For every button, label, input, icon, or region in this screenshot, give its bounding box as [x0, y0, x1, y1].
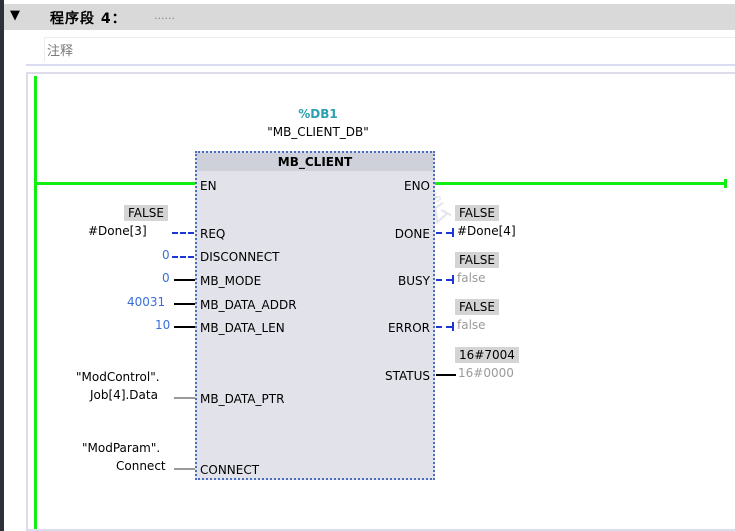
comment-placeholder: 注释 — [47, 44, 74, 59]
status-wire — [436, 374, 456, 376]
disconnect-wire — [172, 256, 194, 258]
mb-data-len-operand[interactable]: 10 — [155, 318, 171, 332]
status-operand[interactable]: 16#0000 — [458, 366, 514, 380]
separator — [26, 64, 735, 66]
pin-error: ERROR — [387, 321, 430, 335]
req-wire — [172, 232, 194, 234]
en-power-wire[interactable] — [36, 182, 196, 185]
pin-mb-data-len: MB_DATA_LEN — [200, 321, 285, 335]
pin-mb-data-ptr: MB_DATA_PTR — [200, 392, 285, 406]
done-wire — [436, 232, 452, 234]
eno-power-wire[interactable] — [435, 182, 726, 185]
error-wire — [436, 326, 452, 328]
mb-data-len-wire — [174, 326, 195, 328]
instance-db-name[interactable]: "MB_CLIENT_DB" — [267, 125, 369, 139]
req-operand[interactable]: #Done[3] — [88, 224, 147, 238]
busy-monitor-value: FALSE — [455, 252, 499, 268]
req-monitor-value: FALSE — [124, 205, 168, 221]
status-monitor-value: 16#7004 — [455, 347, 519, 363]
error-operand[interactable]: false — [457, 318, 486, 332]
left-power-rail — [34, 76, 37, 529]
pin-disconnect: DISCONNECT — [200, 250, 280, 264]
network-header[interactable]: ▼ 程序段 4： ...... — [4, 4, 735, 30]
mb-data-addr-operand[interactable]: 40031 — [127, 295, 166, 309]
network-title-suffix[interactable]: ...... — [154, 9, 175, 22]
error-monitor-value: FALSE — [455, 299, 499, 315]
connect-operand-line1[interactable]: "ModParam". — [82, 441, 161, 455]
pin-mb-data-addr: MB_DATA_ADDR — [200, 298, 297, 312]
triangle-down-icon[interactable]: ▼ — [10, 8, 20, 23]
pin-done: DONE — [394, 227, 430, 241]
busy-wire — [436, 279, 452, 281]
mb-mode-wire — [174, 279, 195, 281]
error-wire-tick — [452, 322, 454, 331]
network-title: 程序段 4： — [50, 11, 127, 27]
mb-data-ptr-wire — [174, 397, 195, 399]
network-comment-field[interactable]: 注释 — [44, 37, 735, 62]
busy-operand[interactable]: false — [457, 271, 486, 285]
pin-mb-mode: MB_MODE — [200, 274, 262, 288]
pin-eno: ENO — [403, 179, 430, 193]
mb-client-block[interactable]: MB_CLIENT EN REQ DISCONNECT MB_MODE MB_D… — [195, 151, 435, 480]
mb-mode-operand[interactable]: 0 — [162, 271, 170, 285]
disconnect-operand[interactable]: 0 — [162, 248, 170, 262]
pin-connect: CONNECT — [200, 463, 260, 477]
done-wire-tick — [452, 228, 454, 237]
left-edge-bar — [0, 0, 4, 531]
connect-wire — [174, 468, 195, 470]
busy-wire-tick — [452, 275, 454, 284]
instance-db-address[interactable]: %DB1 — [298, 107, 338, 121]
pin-req: REQ — [200, 227, 226, 241]
rung-end-cap — [724, 179, 727, 188]
pin-busy: BUSY — [398, 274, 430, 288]
mb-data-ptr-operand-line2[interactable]: Job[4].Data — [90, 388, 158, 402]
mb-data-ptr-operand-line1[interactable]: "ModControl". — [76, 370, 160, 384]
ladder-network-area[interactable] — [26, 72, 735, 531]
block-type-label: MB_CLIENT — [197, 153, 433, 171]
mb-data-addr-wire — [174, 303, 195, 305]
pin-en: EN — [200, 179, 217, 193]
done-operand[interactable]: #Done[4] — [457, 224, 516, 238]
connect-operand-line2[interactable]: Connect — [116, 459, 166, 473]
pin-status: STATUS — [384, 369, 430, 383]
done-monitor-value: FALSE — [455, 205, 499, 221]
